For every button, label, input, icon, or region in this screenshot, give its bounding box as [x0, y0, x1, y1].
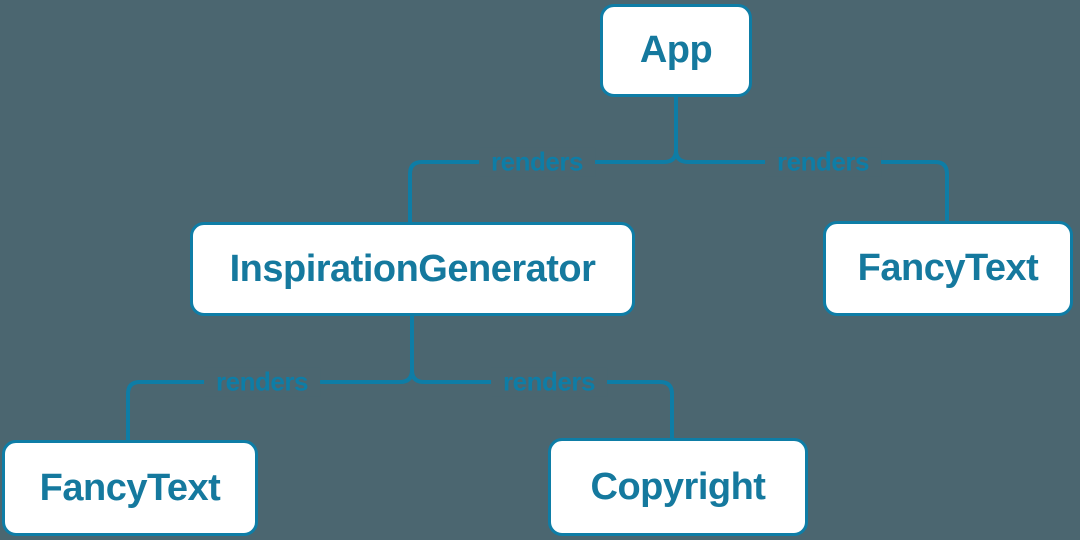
node-fancy-text-left: FancyText: [2, 440, 258, 536]
node-copyright: Copyright: [548, 438, 808, 536]
edge-label-renders-app-fancytext: renders: [765, 148, 881, 177]
edge-label-renders-inspirationgenerator-copyright: renders: [491, 368, 607, 397]
node-app: App: [600, 4, 752, 97]
edge-label-renders-inspirationgenerator-fancytext: renders: [204, 368, 320, 397]
node-fancy-text-right: FancyText: [823, 221, 1073, 316]
edge-label-renders-app-inspirationgenerator: renders: [479, 148, 595, 177]
node-inspiration-generator: InspirationGenerator: [190, 222, 635, 316]
